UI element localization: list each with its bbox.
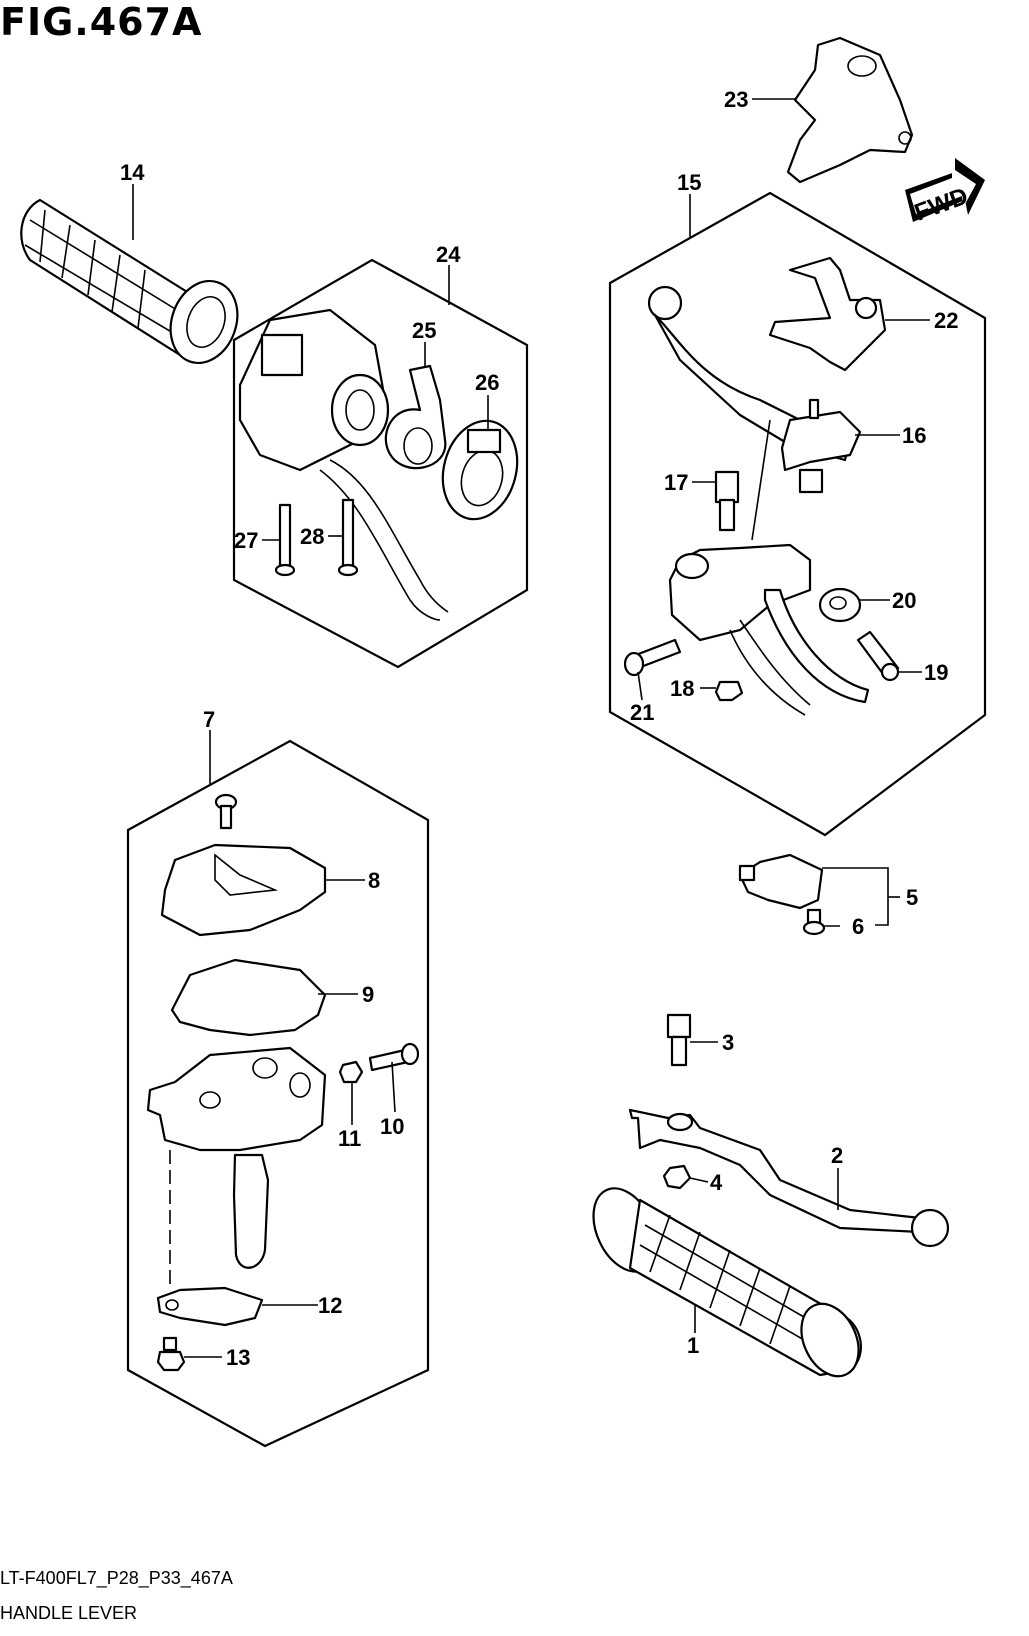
right-grip [592,1187,862,1378]
bolt-10 [368,1042,420,1072]
callout-18: 18 [670,676,694,701]
fwd-arrow-icon: FWD [905,158,985,227]
callout-3: 3 [722,1030,734,1055]
throttle-housing [238,308,449,621]
figure-name: HANDLE LEVER [0,1603,138,1623]
figure-code: LT-F400FL7_P28_P33_467A [0,1568,233,1588]
pivot-bolt [714,470,740,532]
screw-6 [802,908,826,936]
reservoir-cap-8 [160,843,327,937]
callout-14: 14 [120,160,145,185]
diaphragm-9 [170,958,327,1037]
assembly-frame-24 [232,258,529,669]
throttle-lever [384,364,447,470]
nut-18 [714,680,744,702]
callout-1: 1 [687,1333,699,1358]
screw-7 [214,793,238,830]
brake-lever-pivot-bracket [780,398,862,494]
callout-28: 28 [300,524,324,549]
callout-16: 16 [902,423,926,448]
callout-4: 4 [710,1170,723,1195]
callout-6: 6 [852,914,864,939]
adjuster-screw-19 [856,630,900,682]
callout-2: 2 [831,1143,843,1168]
throttle-cover-ring [441,419,519,521]
callout-24: 24 [436,242,461,267]
adjuster-knob-20 [818,587,862,623]
bracket-12 [156,1286,264,1327]
screw-27 [274,503,296,577]
brake-switch [738,853,824,910]
callout-23: 23 [724,87,748,112]
left-grip [20,198,239,365]
callout-11: 11 [338,1126,361,1151]
callout-26: 26 [475,370,499,395]
leader-lines [132,98,930,1358]
screw-13 [156,1336,186,1372]
master-cylinder-body [668,419,870,716]
callout-20: 20 [892,588,916,613]
callout-17: 17 [664,470,688,495]
callout-9: 9 [362,982,374,1007]
callout-19: 19 [924,660,948,685]
master-cylinder-7 [146,1046,327,1269]
assembly-frame-15 [608,191,987,837]
callout-12: 12 [318,1293,342,1318]
figure-title: FIG.467A [0,0,203,44]
callout-10: 10 [380,1114,404,1139]
callout-7: 7 [203,707,215,732]
callout-15: 15 [677,170,701,195]
bolt-21 [623,638,682,677]
lever-cover [786,36,914,184]
callout-5: 5 [906,885,918,910]
clutch-lever [628,1108,950,1248]
parking-brake-bracket [768,256,887,372]
callout-25: 25 [412,318,436,343]
nut-11 [338,1060,364,1084]
assembly-frame-7 [126,739,430,1448]
callout-27: 27 [234,528,258,553]
callout-21: 21 [630,700,654,725]
callout-8: 8 [368,868,380,893]
callout-13: 13 [226,1345,250,1370]
nut-4 [662,1164,692,1190]
callout-22: 22 [934,308,958,333]
pivot-bolt-3 [666,1013,692,1067]
screw-28 [337,498,359,577]
